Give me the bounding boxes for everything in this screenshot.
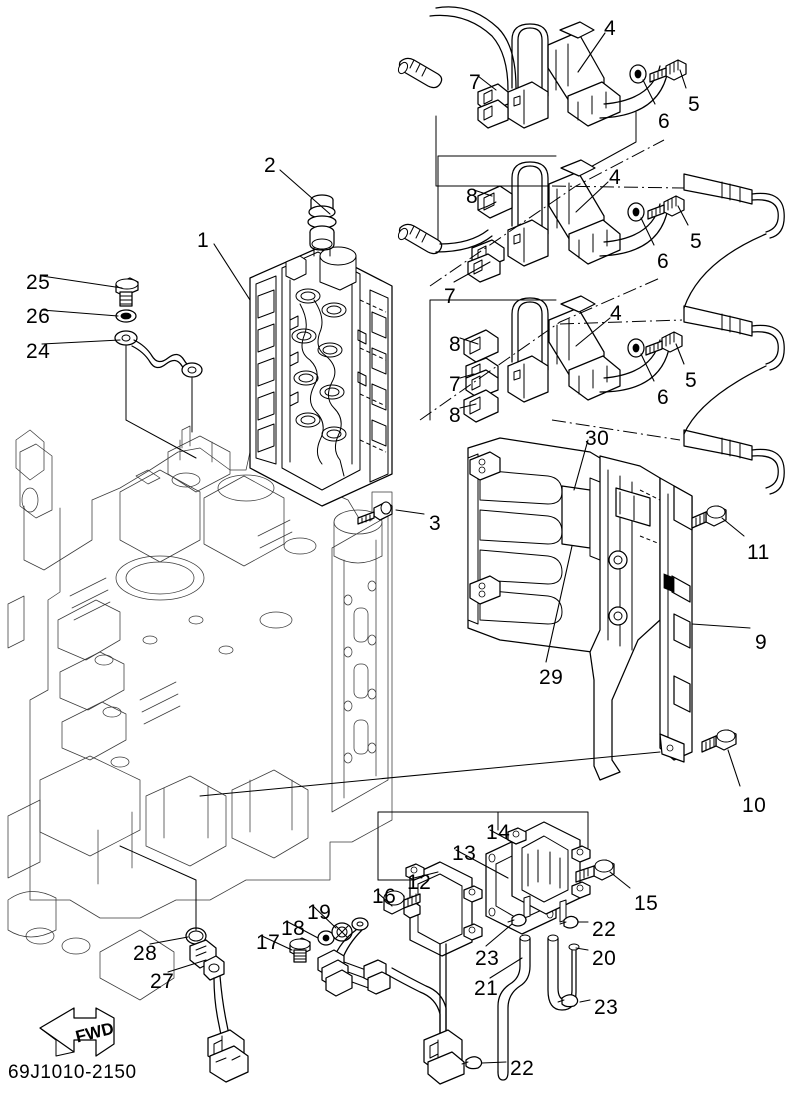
callout-7-clamp-top: 7 [469,71,482,94]
callout-17-bolt: 17 [256,931,281,954]
callout-6-washer-lower: 6 [657,386,670,409]
callout-5-bolt-top: 5 [688,93,701,116]
callout-1-bracket-ignition-coil: 1 [197,229,210,252]
callout-22-clip-upper: 22 [592,918,617,941]
callout-4-ignition-coil-middle: 4 [609,166,622,189]
callout-15-bolt: 15 [634,892,659,915]
callout-3-bolt: 3 [429,512,442,535]
callout-7-clamp-lower: 7 [449,373,462,396]
callout-25-bolt: 25 [26,271,51,294]
callout-21-hose: 21 [474,977,499,1000]
callout-4-ignition-coil-lower: 4 [610,302,623,325]
parts-24-25-26-ground-lead [114,277,203,459]
callout-24-ground-lead: 24 [26,340,51,363]
part-1-ignition-coil-bracket [249,246,393,507]
callout-18-washer: 18 [281,917,306,940]
fwd-arrow-marker: FWD [39,1007,116,1057]
callout-6-washer-middle: 6 [657,250,670,273]
callout-10-bolt-cover-lower: 10 [742,794,767,817]
callout-6-washer-top: 6 [658,110,671,133]
part-9-electrical-box-cover [199,437,737,797]
parts-27-28-thermo-switch [119,845,249,1083]
callout-8-clip-upper: 8 [466,185,479,208]
part-number-label: 69J1010-2150 [8,1062,137,1083]
coil-assembly-middle [397,139,685,287]
coil-assembly-top [397,6,687,187]
callout-20-hose: 20 [592,947,617,970]
callout-5-bolt-lower: 5 [685,369,698,392]
callout-22-clip-lower: 22 [510,1057,535,1080]
callout-26-washer: 26 [26,305,51,328]
part-2-grommet [307,194,337,257]
callout-8-clip-lower: 8 [449,404,462,427]
callout-13-gasket: 13 [452,842,477,865]
callout-11-bolt-cover-upper: 11 [747,541,770,564]
callout-2-grommet: 2 [264,154,277,177]
callout-12-cdi-unit: 12 [407,871,432,894]
engine-block-phantom [7,425,393,1001]
callout-19-washer: 19 [307,901,332,924]
callout-16-bolt: 16 [372,885,397,908]
callout-30-seal: 30 [585,427,610,450]
parts-20-23-hoses-clips [461,913,580,1081]
callout-5-bolt-middle: 5 [690,230,703,253]
callout-23-clip-right: 23 [594,996,619,1019]
callout-27-thermo-switch: 27 [150,970,175,993]
callout-14-rectifier-regulator: 14 [486,821,511,844]
callout-23-clip-left: 23 [475,947,500,970]
spark-plug-caps [551,173,785,495]
callout-29-seal: 29 [539,666,564,689]
parts-12-15-cdi-rectifier [289,811,615,1085]
callout-28-washer: 28 [133,942,158,965]
part-3-bolt [357,501,393,525]
callout-9-electrical-box-cover: 9 [755,631,768,654]
callout-8-clip-middle: 8 [449,333,462,356]
callout-4-ignition-coil-top: 4 [604,17,617,40]
callout-7-clamp-middle: 7 [444,285,457,308]
callout-leader-lines [41,32,751,1064]
